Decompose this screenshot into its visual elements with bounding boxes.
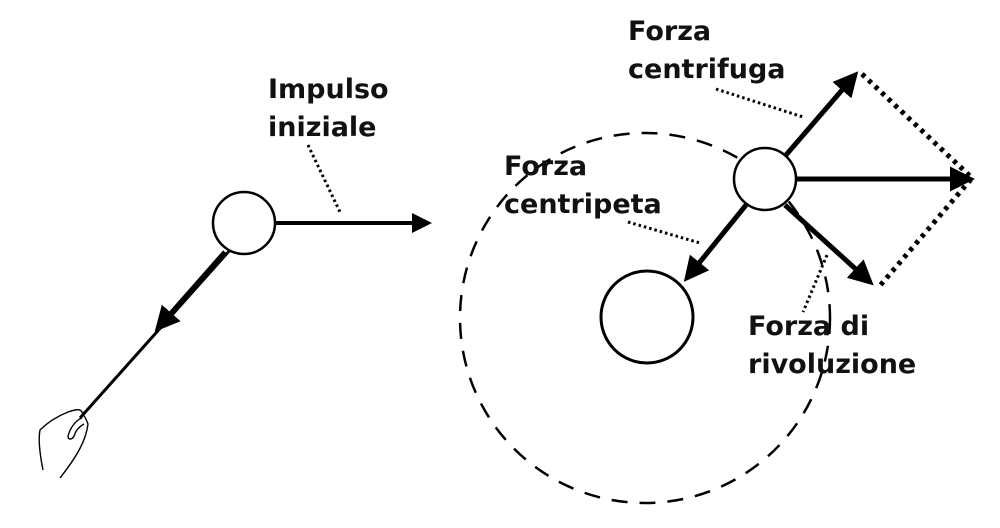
centrifugal-arrow — [784, 71, 859, 157]
right-scene: Forza centrifuga Forza centripeta Forza … — [458, 16, 976, 505]
centripetal-label-line1: Forza — [504, 151, 587, 182]
centrifugal-label-line2: centrifuga — [628, 54, 786, 85]
revolution-label-line2: rivoluzione — [748, 349, 916, 380]
orbit-path — [458, 131, 832, 505]
centrifugal-label: Forza centrifuga — [628, 16, 786, 85]
hand-icon — [38, 409, 89, 479]
orbiting-ball — [732, 146, 798, 212]
impulse-leader-line — [306, 144, 342, 213]
string-tension-arrow — [154, 250, 227, 332]
centripetal-label: Forza centripeta — [504, 151, 662, 220]
centripetal-leader-line — [627, 220, 701, 245]
revolution-leader-line — [801, 254, 829, 313]
initial-impulse-label-line1: Impulso — [268, 74, 389, 105]
centripetal-label-line2: centripeta — [504, 189, 662, 220]
centripetal-arrow — [683, 203, 748, 282]
revolution-arrow — [783, 203, 874, 286]
centrifugal-leader-line — [715, 87, 804, 119]
ball — [211, 190, 277, 256]
left-scene: Impulso iniziale — [38, 74, 432, 479]
revolution-label-line1: Forza di — [748, 311, 869, 342]
initial-impulse-label: Impulso iniziale — [268, 74, 398, 143]
centrifugal-label-line1: Forza — [628, 16, 711, 47]
central-body — [599, 269, 695, 365]
revolution-label: Forza di rivoluzione — [748, 311, 916, 380]
initial-impulse-label-line2: iniziale — [268, 112, 377, 143]
